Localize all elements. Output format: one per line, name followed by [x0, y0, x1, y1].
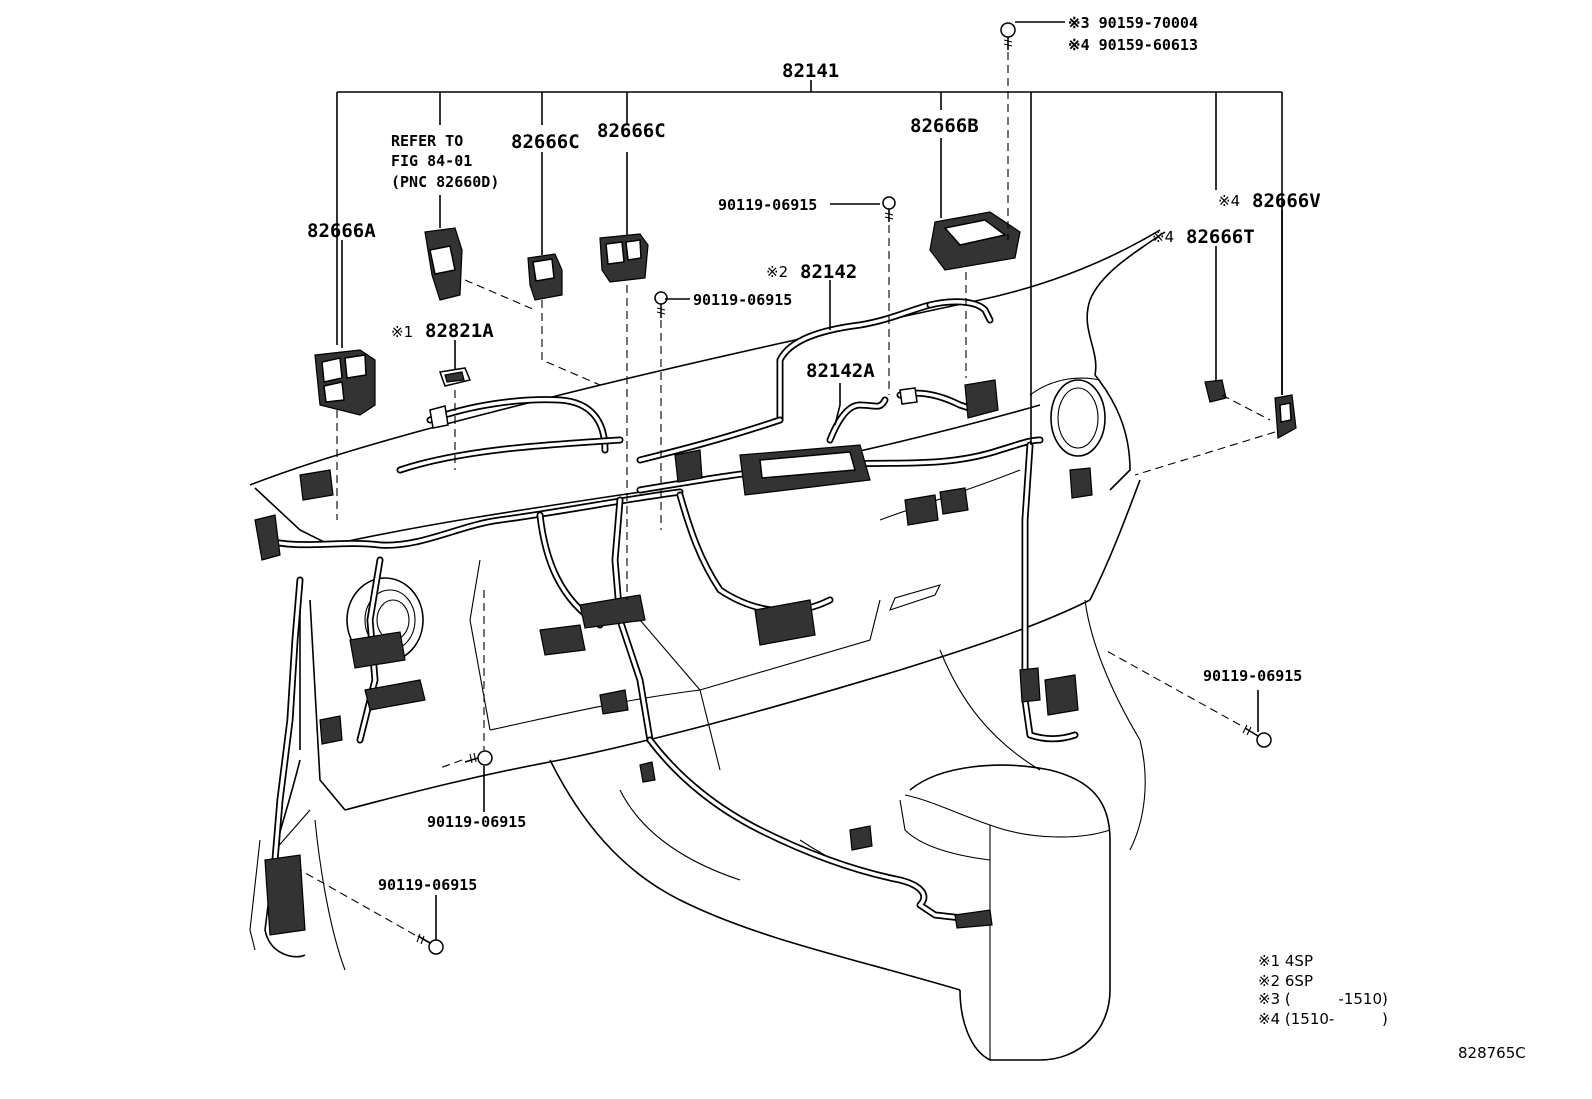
part-82821A: [438, 367, 472, 387]
label-82666A: 82666A: [307, 220, 376, 242]
label-82821A-mark: ※1: [391, 323, 413, 341]
leader-lines: [341, 21, 1283, 940]
bolt-icons: [416, 22, 1272, 955]
label-82142-mark: ※2: [766, 263, 788, 281]
note-4: ※4 (1510- ): [1258, 1010, 1388, 1028]
part-82666C-2: [599, 233, 649, 283]
label-refer-line1: REFER TO: [391, 132, 463, 150]
harness-connectors: [254, 405, 1093, 936]
label-bolt-top-1: ※3 90159-70004: [1068, 14, 1198, 32]
part-82666V: [1274, 394, 1297, 439]
figure-code: 828765C: [1458, 1044, 1526, 1062]
label-82666V-mark: ※4: [1218, 192, 1240, 210]
label-82666V: 82666V: [1252, 190, 1321, 212]
label-82141: 82141: [782, 60, 839, 82]
bolt-icon: [1242, 724, 1272, 748]
harness-82142: [636, 298, 994, 464]
part-82666A: [314, 349, 376, 416]
label-bolt-top-2: ※4 90159-60613: [1068, 36, 1198, 54]
part-82142A: [899, 379, 999, 419]
part-82660D: [424, 227, 463, 301]
note-2: ※2 6SP: [1258, 972, 1313, 990]
label-82142: 82142: [800, 261, 857, 283]
label-refer-line2: FIG 84-01: [391, 152, 472, 170]
note-3: ※3 ( -1510): [1258, 990, 1388, 1008]
label-bolt-d: 90119-06915: [427, 813, 526, 831]
part-82666T: [1204, 379, 1227, 403]
bolt-icon: [1000, 22, 1016, 50]
bolt-icon: [464, 750, 493, 766]
label-refer-line3: (PNC 82660D): [391, 173, 499, 191]
label-82666T-mark: ※4: [1152, 228, 1174, 246]
label-bolt-c: 90119-06915: [1203, 667, 1302, 685]
bolt-icon: [416, 933, 444, 955]
footnotes: ※1 4SP ※2 6SP ※3 ( -1510) ※4 (1510- ): [1258, 952, 1388, 1028]
label-82142A: 82142A: [806, 360, 875, 382]
note-1: ※1 4SP: [1258, 952, 1313, 970]
bolt-icon: [882, 196, 896, 222]
junction-block: [739, 444, 871, 496]
label-82666T: 82666T: [1186, 226, 1255, 248]
label-82666C-1: 82666C: [511, 131, 580, 153]
label-bolt-e: 90119-06915: [378, 876, 477, 894]
label-82821A: 82821A: [425, 320, 494, 342]
label-bolt-a: 90119-06915: [718, 196, 817, 214]
label-bolt-b: 90119-06915: [693, 291, 792, 309]
callout-labels: 82141 82666A REFER TO FIG 84-01 (PNC 826…: [307, 14, 1321, 894]
bolt-icon: [654, 291, 668, 318]
part-82666C-1: [527, 253, 563, 301]
label-82666B: 82666B: [910, 115, 979, 137]
dashed-alignment-lines: [299, 52, 1276, 936]
part-82666B: [929, 211, 1021, 271]
label-82666C-2: 82666C: [597, 120, 666, 142]
